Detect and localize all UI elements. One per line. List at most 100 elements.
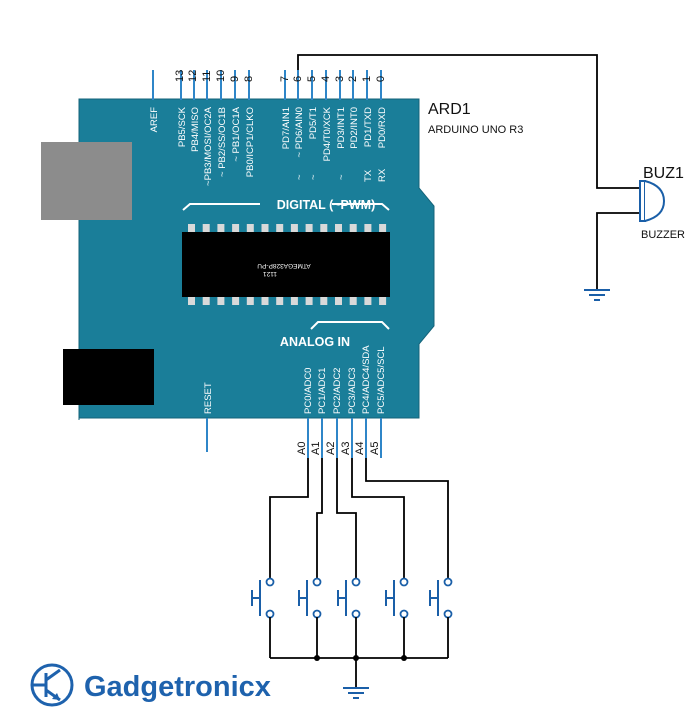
chip-pin: [320, 224, 328, 233]
pin-number: A0: [296, 442, 308, 455]
push-button-symbol: [385, 577, 409, 619]
chip-pin: [202, 224, 210, 233]
chip-pins-top: [188, 224, 387, 233]
chip-pin: [188, 296, 195, 305]
chip-pin: [349, 296, 357, 305]
pin-label: ~ PB2/SS/OC1B: [217, 107, 228, 177]
pin-label: PC2/ADC2: [332, 368, 343, 414]
pin-label: PB0/ICP1/CLKO: [245, 107, 256, 177]
chip-pin: [305, 224, 313, 233]
pin-number: 12: [187, 70, 199, 82]
pin-number: 4: [320, 76, 332, 82]
reset-label: RESET: [203, 382, 214, 414]
chip-pin: [261, 296, 269, 305]
pin-number: A4: [354, 442, 366, 455]
digital-header: DIGITAL (~PWM): [182, 198, 390, 212]
pin-number: A2: [325, 442, 337, 455]
chip-pin: [335, 224, 342, 233]
pin-label: ~PB3/MOSI/OC2A: [203, 106, 214, 186]
chip-pin: [188, 224, 195, 233]
chip-pin: [261, 224, 269, 233]
buzzer-symbol: [639, 180, 666, 222]
rx-mark: RX: [377, 168, 388, 182]
digital-pin-stubs: [152, 70, 382, 100]
buzzer-type-label: BUZZER: [641, 229, 685, 241]
pin-number: 3: [334, 76, 346, 82]
board-model-label: ARDUINO UNO R3: [428, 124, 523, 136]
brand-name: Gadgetronicx: [84, 671, 271, 703]
pin-number: 8: [243, 76, 255, 82]
signal-wires: [269, 458, 449, 578]
push-button-symbol: [298, 577, 322, 619]
pin-label: PC0/ADC0: [303, 368, 314, 414]
pin-label: PD1/TXD: [363, 107, 374, 147]
ground-symbol: [343, 687, 369, 699]
pwm-mark: ~: [294, 174, 305, 180]
pin-label: PD7/AIN1: [281, 107, 292, 149]
chip-pin: [305, 296, 313, 305]
pin-label: PC5/ADC5/SCL: [376, 346, 387, 414]
pin-number: 11: [201, 71, 213, 82]
chip-pins-bottom: [188, 296, 387, 305]
chip-pin: [320, 296, 328, 305]
chip-pin: [364, 224, 372, 233]
pin-number: 5: [306, 76, 318, 82]
pin-number: A3: [340, 442, 352, 455]
analog-pin-numbers: A0 A1 A2 A3 A4 A5: [296, 442, 381, 455]
pin-label: PC1/ADC1: [317, 368, 328, 414]
ground-symbol: [584, 289, 610, 301]
chip-pin: [276, 296, 284, 305]
pin-number: 13: [174, 70, 186, 82]
transistor-logo-icon: [30, 663, 74, 707]
pin-label: PB4/MISO: [190, 107, 201, 152]
pin-label: PD0/RXD: [377, 107, 388, 148]
pwm-mark: ~: [336, 174, 347, 180]
pin-label: PC4/ADC4/SDA: [361, 345, 372, 414]
chip-pin: [232, 224, 240, 233]
tx-mark: TX: [363, 169, 374, 182]
chip-code: 1121: [263, 270, 277, 277]
push-button-symbol: [251, 577, 275, 619]
chip-pin: [246, 296, 254, 305]
chip-name: ATMEGA328P-PU: [257, 262, 311, 269]
pin-label: PD3/INT1: [336, 107, 347, 149]
chip-pin: [217, 296, 225, 305]
digital-pin-labels: AREF PB5/SCK PB4/MISO ~PB3/MOSI/OC2A ~ P…: [149, 106, 388, 186]
pin-number: 9: [229, 76, 241, 82]
pwm-mark: ~: [308, 174, 319, 180]
push-button-symbol: [429, 577, 453, 619]
chip-pin: [276, 224, 284, 233]
digital-header-title: DIGITAL (~PWM): [277, 198, 376, 212]
buzzer-circuit: BUZ1 BUZZER: [297, 54, 685, 301]
pin-label: ~ PD6/AIN0: [294, 107, 305, 157]
push-button-circuit: [251, 458, 453, 699]
chip-pin: [379, 224, 387, 233]
push-buttons: [251, 577, 453, 619]
chip-pin: [290, 296, 298, 305]
pin-number: 2: [347, 76, 359, 82]
buzzer-ground-wire: [596, 212, 642, 290]
button-ground-wires: [269, 617, 449, 688]
digital-pin-numbers: 13 12 11 10 9 8 7 6 5 4 3 2 1 0: [174, 70, 387, 82]
chip-body: [182, 232, 390, 297]
pin-label: PD4/T0/XCK: [322, 106, 333, 161]
board-ref-label: ARD1: [428, 101, 471, 118]
pin-number: 0: [375, 76, 387, 82]
usb-connector: [41, 142, 132, 220]
chip-pin: [335, 296, 342, 305]
pin-number: 7: [279, 76, 291, 82]
push-button-symbol: [337, 577, 361, 619]
analog-pin-labels: RESET PC0/ADC0 PC1/ADC1 PC2/ADC2 PC3/ADC…: [203, 345, 387, 414]
power-jack: [63, 349, 154, 405]
buzzer-ref-label: BUZ1: [643, 165, 684, 182]
pin-number: A1: [310, 442, 322, 455]
chip-pin: [364, 296, 372, 305]
analog-header: ANALOG IN: [280, 321, 390, 349]
arduino-board: 13 12 11 10 9 8 7 6 5 4 3 2 1 0 AREF PB5…: [41, 70, 435, 458]
microcontroller-chip: ATMEGA328P-PU 1121: [182, 224, 390, 305]
pin-number: A5: [369, 442, 381, 455]
pin-number: 10: [215, 70, 227, 82]
chip-pin: [202, 296, 210, 305]
chip-pin: [349, 224, 357, 233]
